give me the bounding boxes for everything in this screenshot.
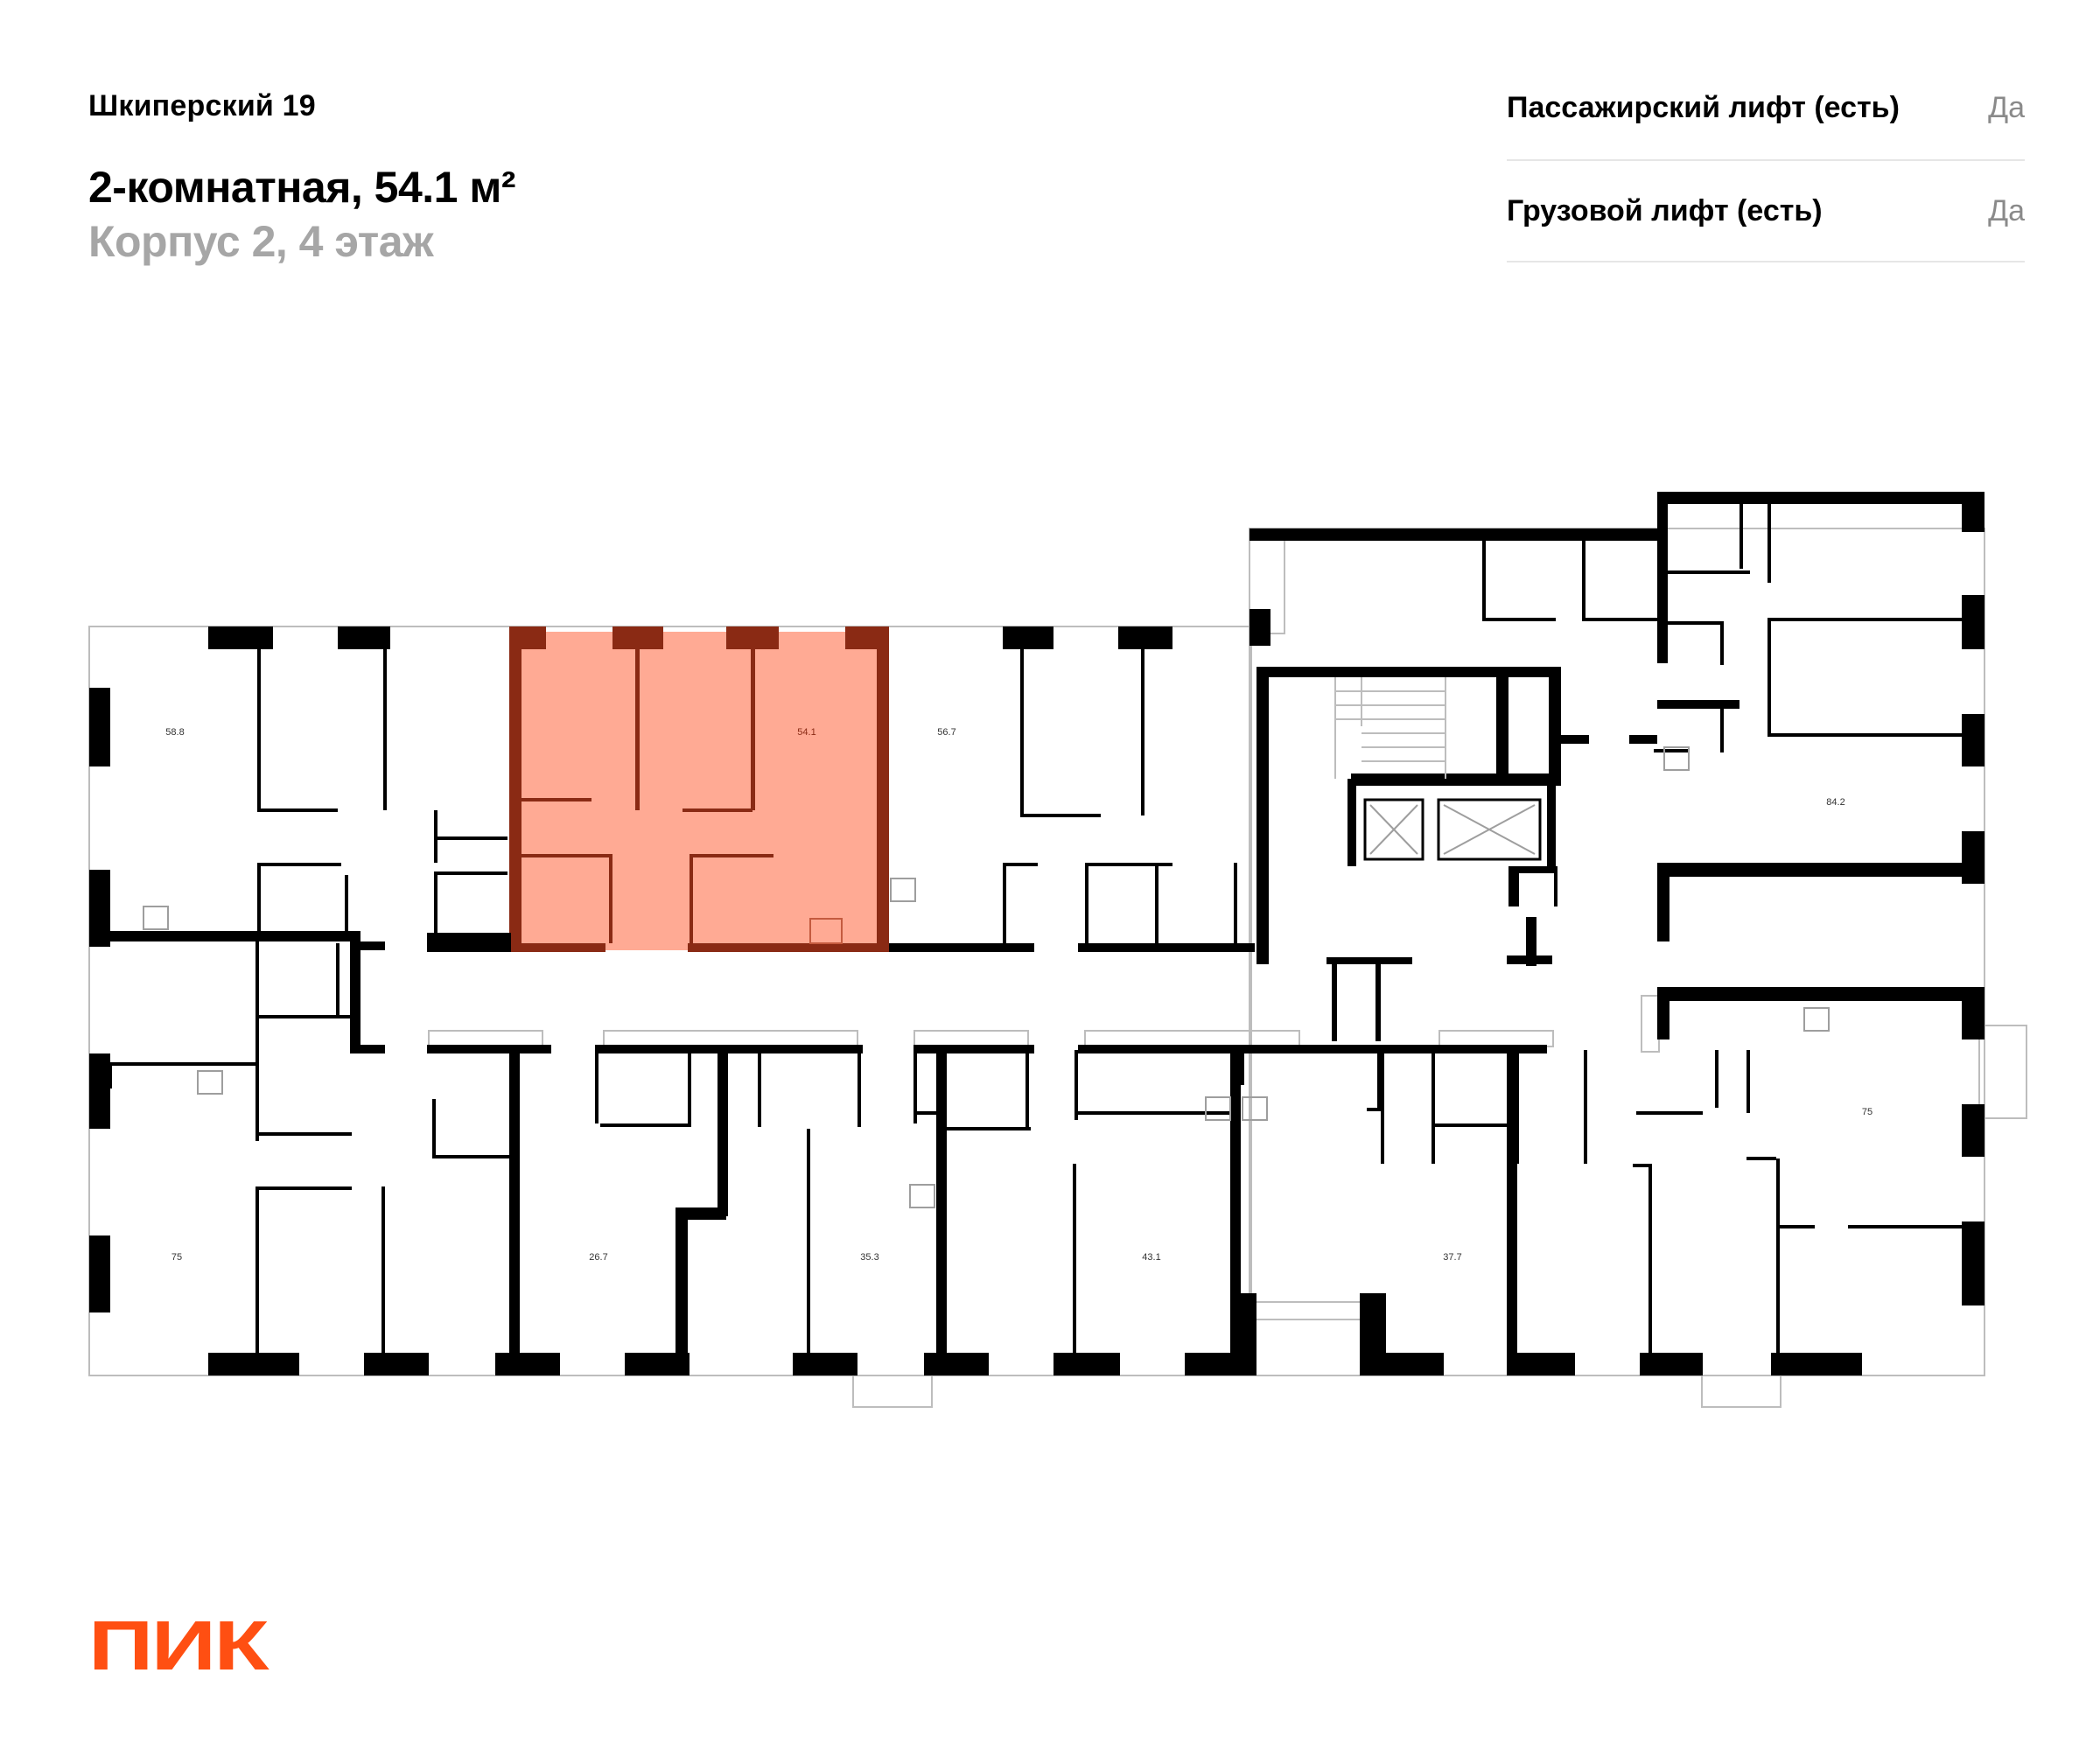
- area-label-56-7: 56.7: [937, 727, 956, 738]
- stairwell: [1334, 677, 1446, 779]
- area-label-26-7: 26.7: [589, 1252, 607, 1263]
- area-label-58-8: 58.8: [165, 727, 184, 738]
- area-label-43-1: 43.1: [1142, 1252, 1160, 1263]
- building-outline: [88, 528, 2027, 1408]
- feature-value: Да: [1988, 193, 2025, 228]
- feature-value: Да: [1988, 91, 2025, 124]
- feature-label: Пассажирский лифт (есть): [1507, 91, 1900, 124]
- highlighted-apartment[interactable]: [509, 626, 889, 952]
- features-list: Пассажирский лифт (есть) Да Грузовой лиф…: [1507, 86, 2025, 262]
- feature-label: Грузовой лифт (есть): [1507, 193, 1823, 228]
- project-name: Шкиперский 19: [88, 89, 316, 122]
- area-label-75-right: 75: [1862, 1107, 1872, 1117]
- stove-icons: [143, 746, 1830, 1208]
- area-label-37-7: 37.7: [1443, 1252, 1461, 1263]
- area-label-35-3: 35.3: [860, 1252, 878, 1263]
- feature-passenger-lift: Пассажирский лифт (есть) Да: [1507, 86, 2025, 161]
- apartment-subtitle: Корпус 2, 4 этаж: [88, 217, 434, 266]
- elevator-shafts: [1363, 798, 1542, 861]
- unit-area-labels: 58.8 54.1 56.7 84.2 75 75 26.7 35.3 43.1…: [165, 727, 1872, 1263]
- pik-logo-text: ПИК: [88, 1619, 270, 1673]
- header: Шкиперский 19 2-комнатная, 54.1 м² Корпу…: [88, 89, 516, 267]
- area-label-84-2: 84.2: [1826, 797, 1844, 808]
- area-label-54-1[interactable]: 54.1: [797, 727, 816, 738]
- walls: [89, 492, 1984, 1376]
- area-label-75-left: 75: [172, 1252, 182, 1263]
- apartment-title: 2-комнатная, 54.1 м²: [88, 163, 516, 212]
- pik-logo: ПИК: [88, 1619, 271, 1673]
- feature-freight-lift: Грузовой лифт (есть) Да: [1507, 161, 2025, 262]
